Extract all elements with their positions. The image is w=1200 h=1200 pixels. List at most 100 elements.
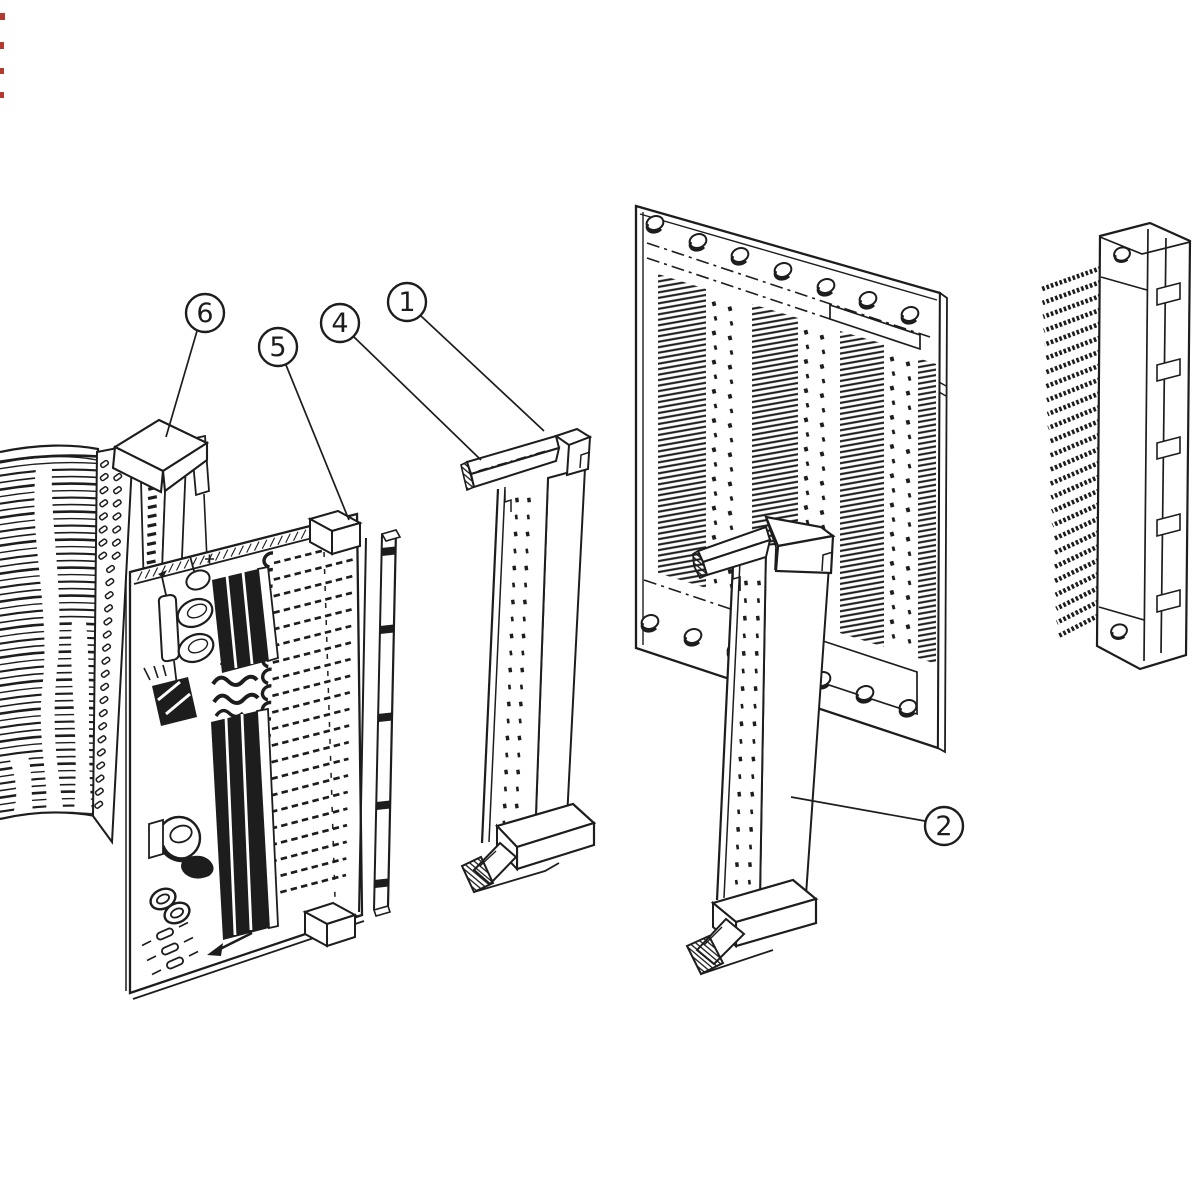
contact-slot <box>96 761 106 770</box>
head-notch <box>821 551 834 572</box>
callout-label-4: 4 <box>331 308 348 339</box>
wire-hook <box>260 667 272 685</box>
perforation-dot <box>889 531 895 537</box>
trimmer-shadow-blob <box>181 855 214 879</box>
tall-extractor-rail <box>685 515 836 976</box>
wire-wrap-connector <box>1041 221 1192 671</box>
cable-highlight <box>10 756 34 817</box>
perforation-dot <box>729 437 734 443</box>
side-notch <box>1156 357 1181 383</box>
perforation-dot <box>905 624 911 630</box>
wire-dashes <box>272 624 352 648</box>
panel-edge-right <box>937 291 948 754</box>
perforation-dot <box>711 476 717 482</box>
t-bar-centerline <box>477 449 550 472</box>
rail-side-face <box>758 535 833 899</box>
perforation-dot <box>821 466 826 472</box>
perforation-dot <box>821 378 826 384</box>
edge-socket-left-rail <box>358 537 367 913</box>
rivet-dot <box>526 514 530 520</box>
rivet-dot <box>735 844 740 850</box>
wrap-pin <box>1050 488 1101 514</box>
rivet-dot <box>518 718 522 724</box>
front-extractor-rail <box>460 427 597 894</box>
rivet-dot <box>740 703 744 709</box>
dip-ic-gap <box>225 571 254 669</box>
perforation-dot <box>713 345 718 351</box>
perforation-dot <box>713 403 718 409</box>
socket-segment-gap <box>374 878 389 888</box>
perforation-dot <box>905 361 911 367</box>
perforation-dot <box>803 329 809 335</box>
cable-highlight <box>34 468 64 814</box>
callout-1: 1 <box>386 281 545 432</box>
resistor-lead <box>146 955 157 962</box>
perforation-dot <box>891 429 896 435</box>
wire-hook <box>262 551 274 569</box>
perforation-dot <box>819 393 825 399</box>
perforation-dot <box>803 388 809 394</box>
capacitor-ring <box>187 638 209 654</box>
panel-hole-shade <box>816 286 834 297</box>
socket-segment-gap <box>375 800 391 810</box>
rivet-dot <box>737 809 741 815</box>
perforation-dot <box>891 400 896 406</box>
wrap-pin <box>1044 335 1102 361</box>
wire-dashes <box>271 757 349 781</box>
rivet-dot <box>756 598 761 604</box>
side-notch <box>1156 435 1181 461</box>
perforation-dot <box>803 358 809 365</box>
edge-artifact <box>0 42 4 49</box>
perforation-dot <box>907 463 912 469</box>
contact-slot <box>103 604 114 613</box>
perforation-dot <box>819 363 825 370</box>
edge-hatch-tick <box>215 551 221 561</box>
callout-circle-5 <box>257 326 299 368</box>
perforation-dot <box>805 432 810 437</box>
perforation-dot <box>889 619 895 625</box>
resistor-body <box>166 956 184 970</box>
panel-hole-shade <box>898 707 916 718</box>
wire-dashes <box>272 608 352 631</box>
knurled-grip <box>685 934 725 976</box>
rivet-dot <box>509 633 514 639</box>
leader-line-2 <box>790 796 926 822</box>
contact-slot <box>99 486 109 495</box>
contact-slot <box>97 735 107 744</box>
edge-artifact <box>0 92 4 98</box>
wrap-pin <box>1055 599 1100 625</box>
contact-mark <box>146 559 156 565</box>
perforation-dot <box>907 492 912 498</box>
rivet-dot <box>750 809 754 815</box>
contact-slot <box>98 722 108 731</box>
side-notch <box>1156 588 1181 614</box>
wrap-pin <box>1041 265 1102 292</box>
dip-ic-side <box>257 565 279 663</box>
cable-top-fold-line <box>0 455 98 464</box>
perforation-dot <box>821 407 826 413</box>
perforation-dot <box>711 417 717 424</box>
resistor-lead <box>151 969 162 976</box>
perforation-dot <box>727 452 733 458</box>
wire-dashes <box>273 574 353 598</box>
perforation-dot <box>907 551 912 557</box>
hook-centerline <box>323 551 336 899</box>
rivet-dot <box>737 791 742 797</box>
edge-hatch-tick <box>199 555 205 565</box>
wire-dashes <box>270 823 348 847</box>
perforation-dot <box>727 306 733 312</box>
contact-slot <box>112 486 123 495</box>
contact-mark <box>147 522 157 528</box>
perforation-dot <box>889 589 895 596</box>
callout-circle-4 <box>319 302 361 344</box>
rivet-dot <box>747 862 752 868</box>
rivet-dot <box>517 752 521 758</box>
panel-fold-line <box>646 242 931 338</box>
perforation-dot <box>905 594 911 601</box>
edge-hatch-tick <box>261 539 268 549</box>
rivet-dot <box>514 497 520 503</box>
rivet-dot <box>526 497 532 503</box>
perforation-dot <box>713 461 718 467</box>
panel-fold-line <box>646 257 831 320</box>
